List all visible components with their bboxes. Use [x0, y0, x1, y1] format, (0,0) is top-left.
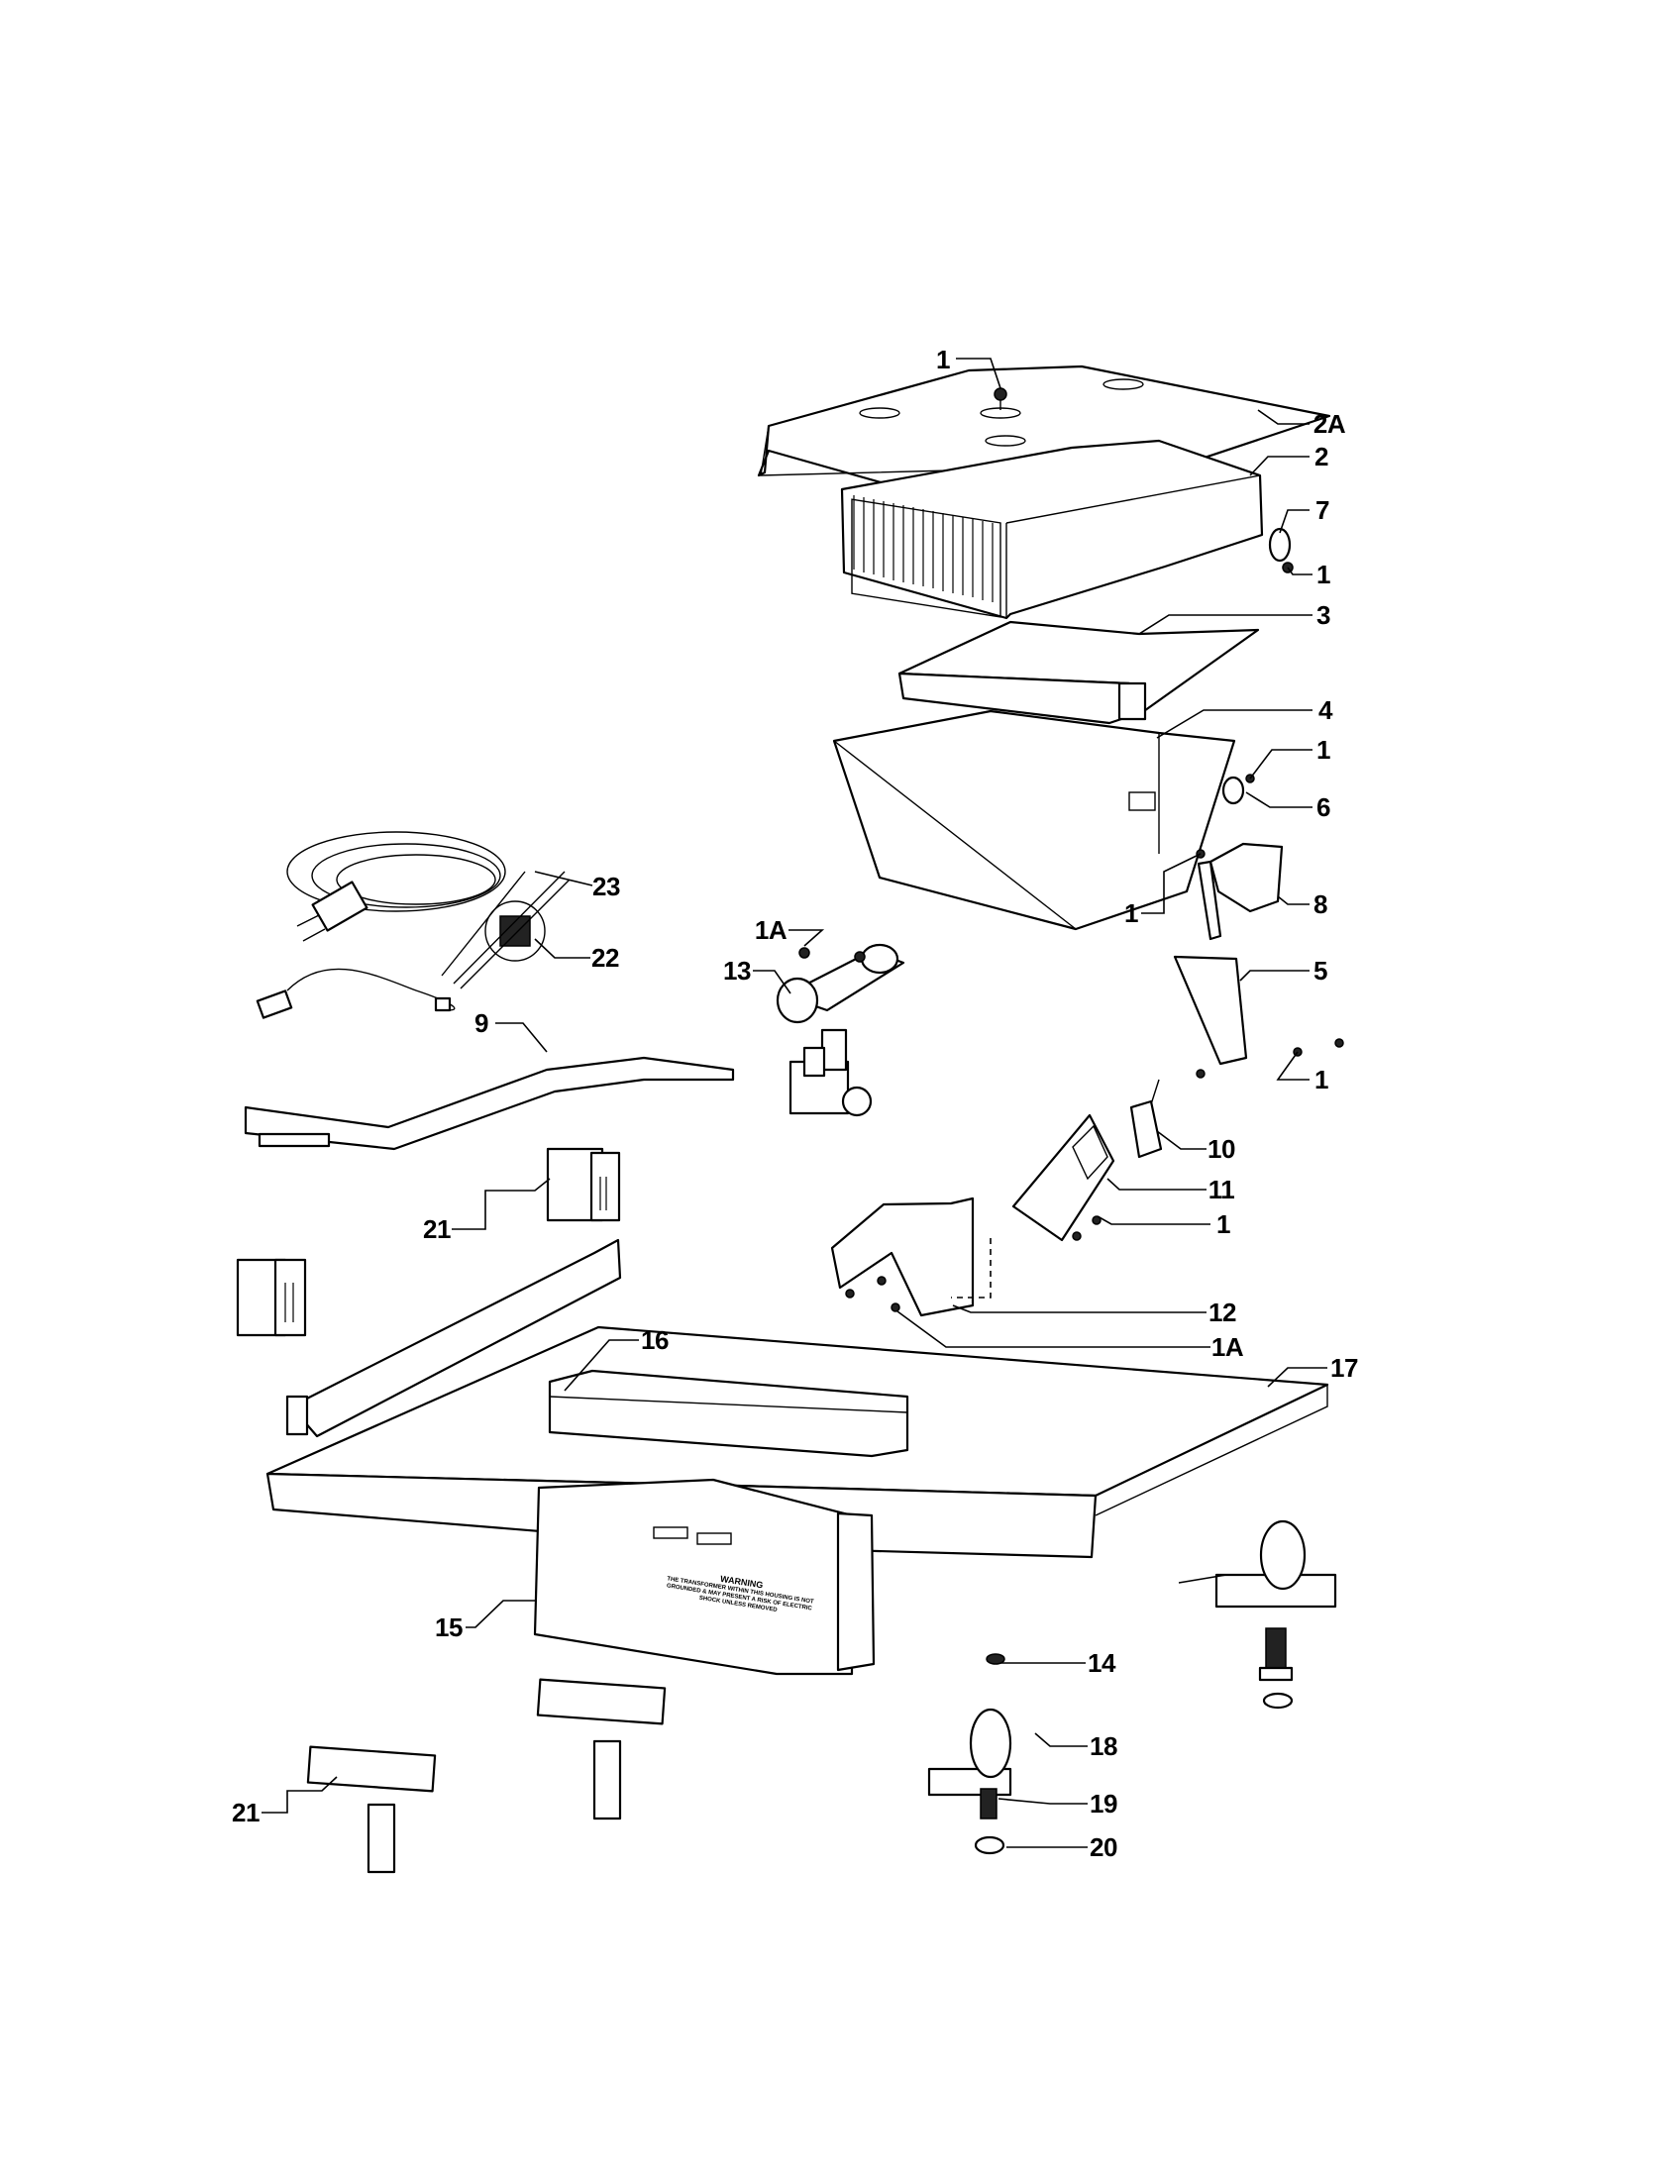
- part-18-foot: [927, 1708, 1012, 1797]
- part-21-module-left: [236, 1258, 307, 1337]
- callout-15: 15: [435, 1612, 463, 1642]
- callout-22: 22: [591, 943, 619, 973]
- leader-lines: [262, 358, 1327, 1848]
- part-23-power-cord: [256, 831, 526, 1019]
- part-21-harness-bracket: [285, 1238, 622, 1438]
- callout-4: 4: [1318, 695, 1332, 725]
- callout-19: 19: [1090, 1789, 1117, 1819]
- part-7-thermostat: [1268, 527, 1294, 573]
- part-21-slide-center: [536, 1678, 667, 1820]
- part-19-leveling-screw: [980, 1788, 998, 1820]
- part-16-cover: [548, 1369, 909, 1458]
- callout-2A: 2A: [1312, 409, 1346, 439]
- callout-1A: 1A: [1210, 1332, 1244, 1362]
- part-9-burner-tube: [244, 1028, 873, 1151]
- callout-1: 1: [1216, 1209, 1230, 1239]
- callout-13: 13: [723, 956, 751, 986]
- part-19-screw-right: [1258, 1627, 1294, 1710]
- part-12-bracket: [830, 1196, 992, 1317]
- part-21-slide-left: [306, 1745, 437, 1874]
- grille-slats: [853, 495, 994, 602]
- part-22-connector: [453, 871, 571, 989]
- part-3-deflector: [897, 620, 1260, 725]
- callout-1: 1: [1316, 560, 1330, 589]
- callout-18: 18: [1090, 1731, 1117, 1761]
- part-2-grille-housing: [840, 439, 1264, 620]
- screw-14: [986, 1653, 1005, 1665]
- callout-1: 1: [936, 345, 950, 374]
- part-4-tray: [832, 709, 1236, 931]
- callout-9: 9: [474, 1008, 488, 1038]
- callout-6: 6: [1316, 792, 1330, 822]
- callout-1: 1: [1316, 735, 1330, 765]
- callout-8: 8: [1313, 889, 1327, 919]
- part-21-module-upper: [546, 1147, 621, 1222]
- callout-21: 21: [232, 1798, 260, 1827]
- callout-14: 14: [1088, 1648, 1115, 1678]
- callout-10: 10: [1208, 1134, 1235, 1164]
- callout-23: 23: [592, 872, 620, 901]
- callout-12: 12: [1208, 1298, 1236, 1327]
- part-8-relay: [1196, 842, 1284, 941]
- part-6-switch: [1221, 774, 1255, 805]
- part-10-knob: [1129, 1079, 1163, 1159]
- part-20-nut: [974, 1835, 1005, 1855]
- callout-7: 7: [1315, 495, 1329, 525]
- callout-11: 11: [1208, 1175, 1235, 1204]
- callout-1: 1: [1314, 1065, 1328, 1094]
- part-13-igniter: [776, 943, 905, 1024]
- callout-1: 1: [1124, 898, 1138, 928]
- callout-2: 2: [1314, 442, 1328, 471]
- part-18-foot-right: [1178, 1519, 1337, 1609]
- callout-20: 20: [1090, 1832, 1117, 1862]
- callout-5: 5: [1313, 956, 1327, 986]
- callout-16: 16: [641, 1325, 669, 1355]
- part-5-cover: [1173, 955, 1344, 1079]
- callout-3: 3: [1316, 600, 1330, 630]
- part-15-transformer-housing: [533, 1478, 876, 1676]
- part-11-mount: [1011, 1113, 1115, 1242]
- callout-1A: 1A: [754, 915, 788, 945]
- callout-17: 17: [1330, 1353, 1358, 1383]
- callout-21: 21: [423, 1214, 451, 1244]
